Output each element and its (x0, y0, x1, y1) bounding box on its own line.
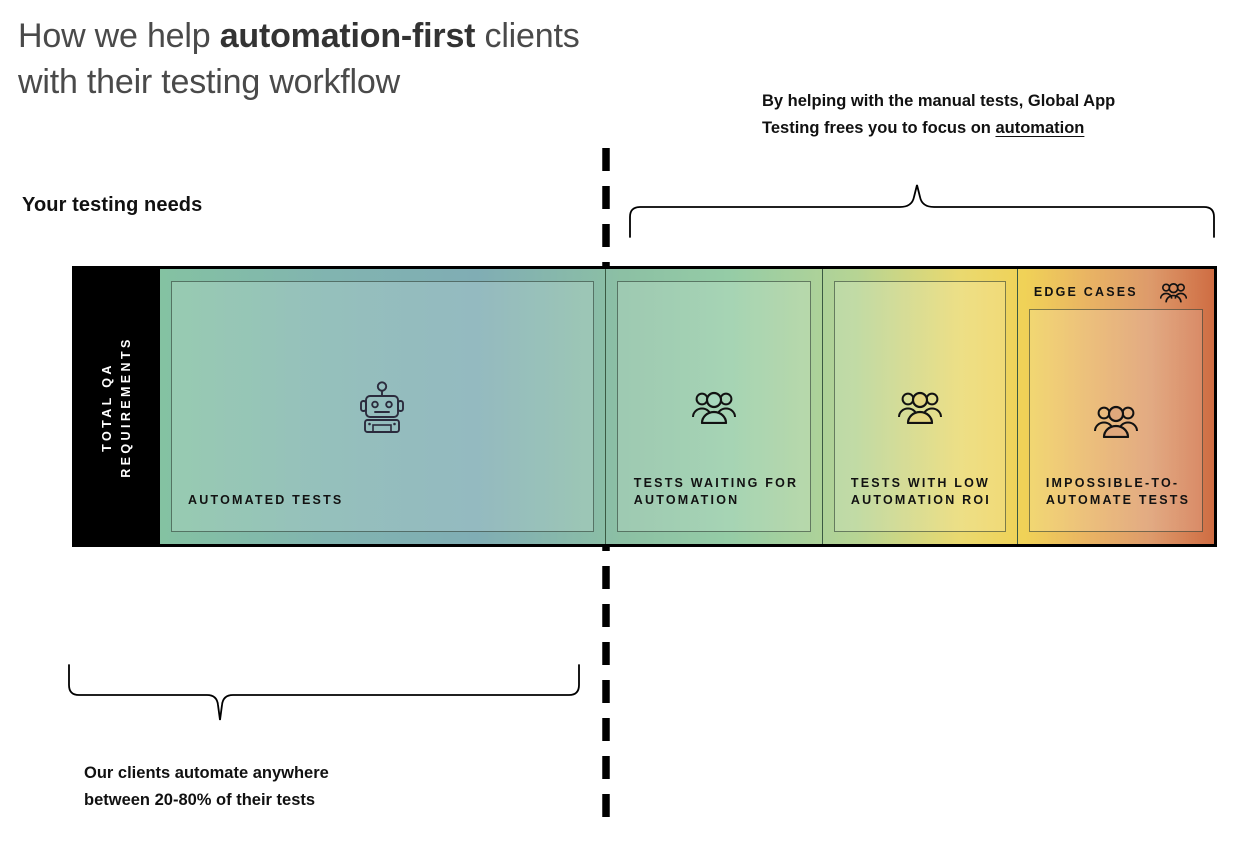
segment-title: IMPOSSIBLE-TO- AUTOMATE TESTS (1046, 475, 1192, 509)
segment-inner-box: TESTS WITH LOW AUTOMATION ROI (833, 281, 1006, 532)
top-curly-brace (629, 184, 1215, 238)
people-group-icon (1093, 405, 1138, 438)
right-annotation: By helping with the manual tests, Global… (762, 88, 1232, 142)
qa-requirements-bar: TOTAL QA REQUIREMENTS (73, 267, 1216, 546)
edge-cases-header: EDGE CASES (1034, 278, 1202, 306)
headline-line1-pre: How we help (18, 17, 220, 55)
segment-list: AUTOMATED TESTS TESTS WAITING FOR (160, 269, 1214, 544)
spectrum-gradient (160, 269, 1214, 544)
segment-title: AUTOMATED TESTS (188, 493, 344, 507)
segment-tests-waiting-for-automation[interactable]: TESTS WAITING FOR AUTOMATION (604, 269, 822, 544)
segment-tests-with-low-automation-roi[interactable]: TESTS WITH LOW AUTOMATION ROI (821, 269, 1017, 544)
people-group-icon (1159, 282, 1187, 302)
segment-title-line2: AUTOMATE TESTS (1045, 493, 1191, 507)
right-annotation-line1: By helping with the manual tests, Global… (762, 92, 1116, 110)
segment-inner-box: TESTS WAITING FOR AUTOMATION (616, 281, 811, 532)
segment-title-line1: IMPOSSIBLE-TO- (1045, 476, 1180, 490)
segment-title: TESTS WAITING FOR AUTOMATION (634, 475, 800, 509)
segment-inner-box: IMPOSSIBLE-TO- AUTOMATE TESTS (1028, 309, 1203, 532)
page-title: How we help automation-first clients wit… (18, 13, 738, 105)
people-group-icon (897, 391, 942, 424)
segment-title-line1: TESTS WAITING FOR (633, 476, 799, 490)
your-testing-needs-label: Your testing needs (22, 194, 203, 216)
edge-cases-label: EDGE CASES (1033, 285, 1138, 299)
bottom-annotation: Our clients automate anywhere between 20… (84, 760, 504, 814)
headline-line1-bold: automation-first (219, 17, 476, 55)
segment-title-line2: AUTOMATION (633, 493, 740, 507)
segment-inner-box: AUTOMATED TESTS (171, 281, 594, 532)
people-group-icon (691, 391, 736, 424)
segment-title: TESTS WITH LOW AUTOMATION ROI (851, 475, 995, 509)
segment-title-line1: TESTS WITH LOW (850, 476, 991, 490)
headline-line1-post: clients (475, 17, 580, 55)
bottom-annotation-line2: between 20-80% of their tests (84, 791, 316, 809)
segment-automated-tests[interactable]: AUTOMATED TESTS (160, 269, 605, 544)
bottom-annotation-line1: Our clients automate anywhere (84, 764, 329, 782)
robot-icon (360, 380, 405, 433)
total-qa-requirements-label: TOTAL QA REQUIREMENTS (73, 267, 160, 546)
automation-link[interactable]: automation (995, 119, 1085, 137)
vertical-label-line2: REQUIREMENTS (118, 335, 133, 478)
bottom-curly-brace (68, 664, 580, 721)
headline-line2: with their testing workflow (18, 63, 400, 101)
vertical-label-line1: TOTAL QA (99, 361, 114, 452)
right-annotation-line2: Testing frees you to focus on (762, 119, 996, 137)
segment-title-line2: AUTOMATION ROI (850, 493, 991, 507)
segment-impossible-to-automate-tests[interactable]: EDGE CASES (1016, 269, 1214, 544)
